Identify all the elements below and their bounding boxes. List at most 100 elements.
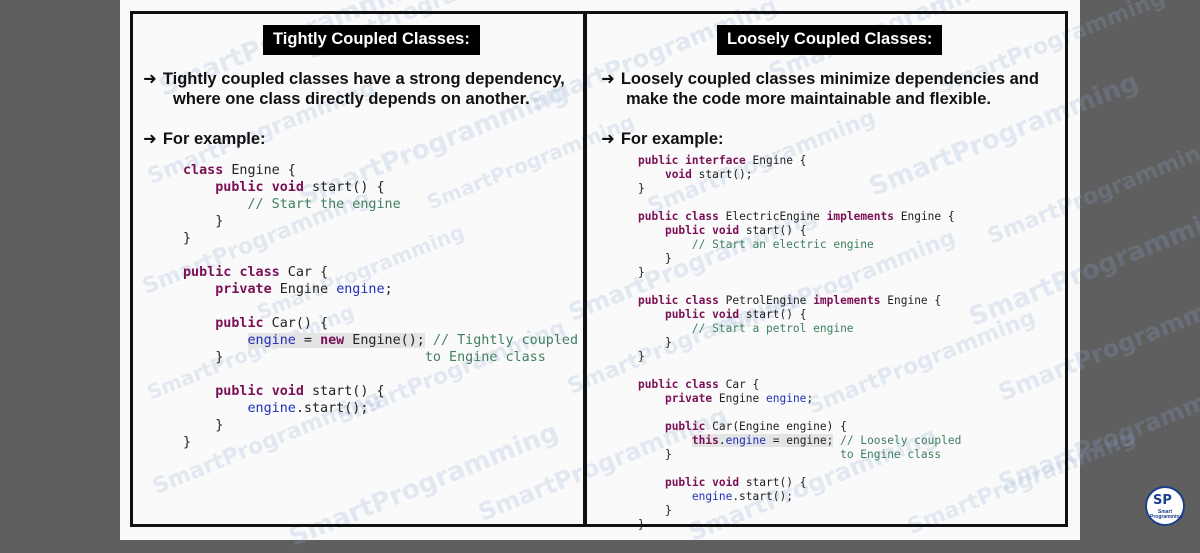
code-line: public void start() { <box>638 308 961 322</box>
logo-mark: SP <box>1153 493 1172 508</box>
code-token: engine <box>247 333 296 348</box>
tightly-coupled-definition: ➜ Tightly coupled classes have a strong d… <box>143 69 583 109</box>
code-token: public <box>664 476 706 489</box>
code-token: } <box>183 214 224 229</box>
code-token: .start(); <box>732 490 793 503</box>
code-token: public <box>638 154 679 167</box>
code-token: Car { <box>718 378 760 391</box>
code-token <box>638 420 665 433</box>
code-token: Car() { <box>263 316 329 331</box>
code-token <box>183 401 248 416</box>
smart-programming-logo: SP Smart Programming <box>1145 486 1185 526</box>
code-line: } <box>638 336 961 350</box>
loosely-coupled-heading: Loosely Coupled Classes: <box>717 25 943 55</box>
code-token: Engine(); <box>344 333 425 348</box>
code-token: void <box>664 168 692 181</box>
definition-line-1: Loosely coupled classes minimize depende… <box>620 70 1039 88</box>
code-token: } <box>183 231 192 246</box>
code-token <box>183 333 248 348</box>
code-token: public <box>664 224 706 237</box>
code-line: private Engine engine; <box>638 392 961 406</box>
code-token: = <box>295 333 321 348</box>
code-line: public Car(Engine engine) { <box>638 420 961 434</box>
code-line: } <box>638 182 961 196</box>
tightly-coupled-heading: Tightly Coupled Classes: <box>263 25 480 55</box>
code-token: } <box>638 448 841 461</box>
code-line: public void start() { <box>183 180 578 197</box>
code-line <box>638 462 961 476</box>
arrow-icon: ➜ <box>143 69 157 88</box>
code-token: Engine { <box>223 163 296 178</box>
code-token: Engine { <box>894 210 955 223</box>
code-line <box>638 364 961 378</box>
code-token: start(); <box>691 168 753 181</box>
code-token: public <box>183 265 232 280</box>
code-line: } <box>638 350 961 364</box>
code-line <box>638 280 961 294</box>
code-token <box>183 282 215 297</box>
code-line: public class Car { <box>183 265 578 282</box>
definition-line-2: make the code more maintainable and flex… <box>626 90 991 108</box>
code-line: engine.start(); <box>638 490 961 504</box>
definition-line-2: where one class directly depends on anot… <box>173 90 530 108</box>
code-token: class <box>685 378 719 391</box>
code-line: } <box>638 252 961 266</box>
code-line <box>638 196 961 210</box>
code-token: ; <box>806 392 814 405</box>
code-line: public interface Engine { <box>638 154 961 168</box>
code-token <box>264 180 272 195</box>
code-line: void start(); <box>638 168 961 182</box>
code-token: void <box>712 308 740 321</box>
code-token: } <box>183 418 224 433</box>
code-token: implements <box>813 294 881 307</box>
code-token <box>638 224 665 237</box>
code-token: interface <box>685 154 746 167</box>
loosely-coupled-definition: ➜ Loosely coupled classes minimize depend… <box>601 69 1061 109</box>
code-token: class <box>183 163 224 178</box>
code-token: void <box>271 180 304 195</box>
for-example-label: ➜For example: <box>601 129 724 149</box>
code-token: } <box>183 435 192 450</box>
slide-background <box>120 0 1080 540</box>
code-token: to Engine class <box>840 448 942 461</box>
code-token: public <box>638 210 679 223</box>
code-token: // Tightly coupled <box>432 333 579 348</box>
code-token: } <box>183 350 425 365</box>
code-token: start() { <box>303 180 385 195</box>
code-token: } <box>638 266 645 279</box>
code-token: Car { <box>279 265 329 280</box>
code-token <box>638 322 692 335</box>
code-token <box>638 476 665 489</box>
code-token: engine <box>766 392 807 405</box>
arrow-icon: ➜ <box>601 69 615 88</box>
code-line: public class Car { <box>638 378 961 392</box>
code-line: // Start the engine <box>183 197 578 214</box>
code-token: // Start the engine <box>247 197 401 212</box>
code-token <box>183 197 248 212</box>
code-line: class Engine { <box>183 163 578 180</box>
code-token: private <box>215 282 272 297</box>
code-token: // Start an electric engine <box>691 238 874 251</box>
code-token: this <box>691 434 719 447</box>
code-line: } to Engine class <box>638 448 961 462</box>
code-token: public <box>215 384 264 399</box>
code-token: engine <box>725 434 767 447</box>
code-line: } <box>638 266 961 280</box>
code-token: public <box>215 316 264 331</box>
tightly-coupled-panel: Tightly Coupled Classes: ➜ Tightly couple… <box>133 11 583 527</box>
code-line: // Start an electric engine <box>638 238 961 252</box>
code-token: . <box>718 434 726 447</box>
code-token <box>425 333 433 348</box>
code-token: class <box>239 265 280 280</box>
code-token <box>638 238 692 251</box>
definition-line-1: Tightly coupled classes have a strong de… <box>162 70 565 88</box>
code-line: // Start a petrol engine <box>638 322 961 336</box>
code-token: private <box>664 392 713 405</box>
tightly-coupled-code-block: class Engine { public void start() { // … <box>183 163 578 452</box>
code-line: engine.start(); <box>183 401 578 418</box>
arrow-icon: ➜ <box>143 129 157 148</box>
code-token: start() { <box>303 384 385 399</box>
code-line: public class ElectricEngine implements E… <box>638 210 961 224</box>
code-token <box>183 180 215 195</box>
code-token: } <box>638 504 672 517</box>
